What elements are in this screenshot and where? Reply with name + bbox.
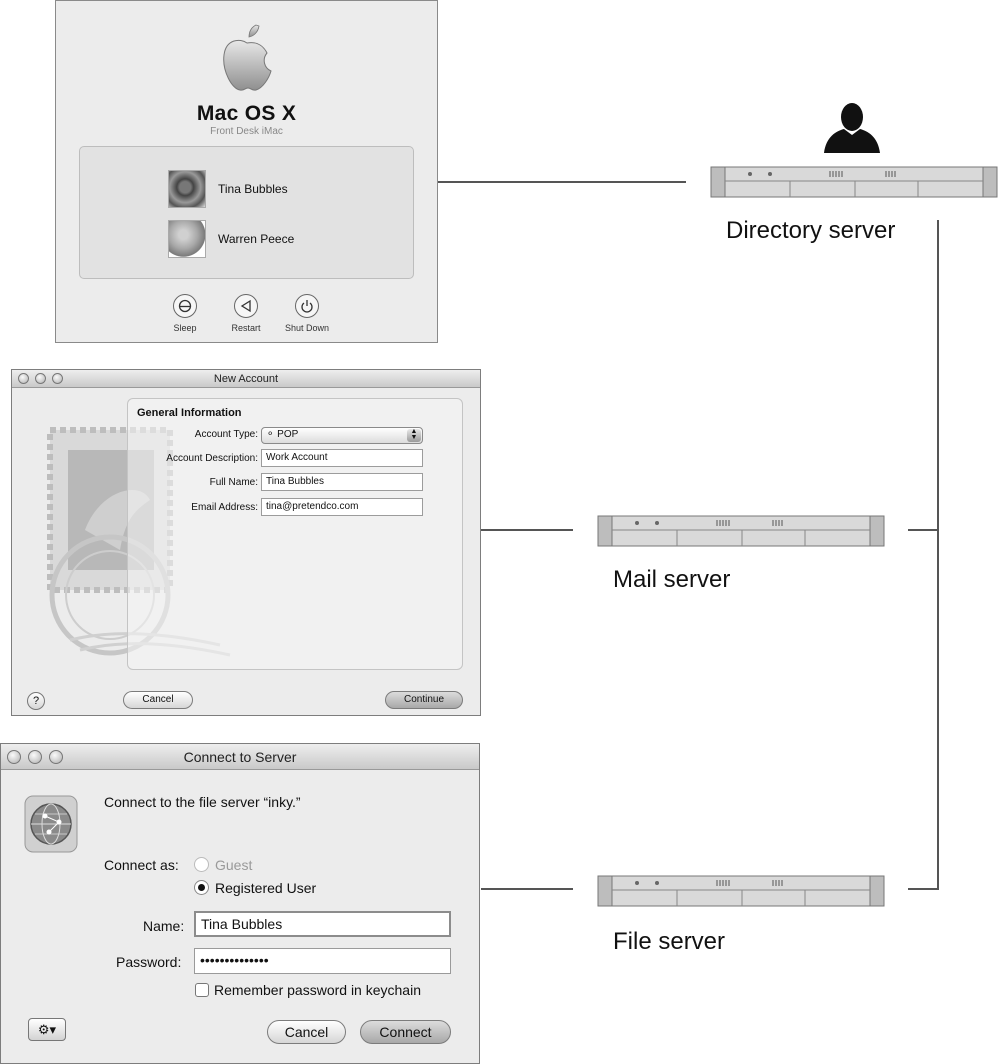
connect-as-label: Connect as: bbox=[104, 857, 179, 873]
registered-user-radio[interactable] bbox=[194, 880, 209, 895]
connector-login-directory bbox=[438, 181, 686, 183]
globe-icon: ⚬ bbox=[266, 429, 275, 440]
password-field[interactable]: •••••••••••••• bbox=[194, 948, 451, 974]
user-name: Warren Peece bbox=[218, 232, 295, 246]
description-label: Account Description: bbox=[166, 453, 258, 464]
apple-logo-icon bbox=[223, 24, 272, 91]
directory-server-label: Directory server bbox=[726, 217, 896, 244]
account-type-value: POP bbox=[277, 429, 299, 440]
restart-label: Restart bbox=[231, 323, 261, 333]
full-name-field[interactable]: Tina Bubbles bbox=[261, 473, 423, 491]
user-silhouette-icon bbox=[824, 103, 880, 153]
file-server-label: File server bbox=[613, 928, 726, 955]
zoom-window-icon[interactable] bbox=[49, 749, 63, 764]
connect-message: Connect to the file server “inky.” bbox=[104, 794, 301, 810]
shutdown-label: Shut Down bbox=[284, 323, 330, 333]
email-label: Email Address: bbox=[191, 502, 258, 513]
section-title: General Information bbox=[137, 407, 242, 419]
close-window-icon[interactable] bbox=[7, 749, 21, 764]
cancel-button[interactable]: Cancel bbox=[267, 1020, 346, 1044]
guest-label: Guest bbox=[215, 857, 253, 873]
ball-photo-icon bbox=[168, 220, 206, 258]
password-label: Password: bbox=[116, 954, 182, 970]
user-item-warren[interactable]: Warren Peece bbox=[168, 219, 294, 259]
computer-name: Front Desk iMac bbox=[210, 126, 283, 137]
user-list: Tina Bubbles Warren Peece bbox=[79, 146, 414, 279]
sleep-button[interactable]: Sleep bbox=[155, 294, 215, 333]
connector-newaccount-mail bbox=[481, 529, 573, 531]
window-controls bbox=[18, 370, 69, 387]
connector-file-trunk bbox=[908, 888, 939, 890]
minimize-window-icon[interactable] bbox=[28, 749, 42, 764]
continue-button[interactable]: Continue bbox=[385, 691, 463, 709]
title-bar[interactable]: Connect to Server bbox=[1, 744, 479, 770]
zoom-window-icon[interactable] bbox=[52, 373, 63, 384]
restart-icon bbox=[234, 294, 258, 318]
cancel-button[interactable]: Cancel bbox=[123, 691, 193, 709]
help-button[interactable]: ? bbox=[27, 692, 45, 710]
account-type-popup[interactable]: ⚬ POP ▲▼ bbox=[261, 427, 423, 444]
window-title: Connect to Server bbox=[183, 749, 297, 765]
remember-password-label: Remember password in keychain bbox=[214, 982, 421, 998]
minimize-window-icon[interactable] bbox=[35, 373, 46, 384]
guest-radio[interactable] bbox=[194, 857, 209, 872]
gear-icon[interactable]: ⚙▾ bbox=[28, 1018, 66, 1041]
close-window-icon[interactable] bbox=[18, 373, 29, 384]
restart-button[interactable]: Restart bbox=[216, 294, 276, 333]
description-field[interactable]: Work Account bbox=[261, 449, 423, 467]
mail-server-icon bbox=[597, 515, 885, 547]
os-title: Mac OS X bbox=[196, 102, 297, 125]
title-bar[interactable]: New Account bbox=[12, 370, 480, 388]
popup-arrows-icon: ▲▼ bbox=[407, 428, 421, 442]
email-field[interactable]: tina@pretendco.com bbox=[261, 498, 423, 516]
directory-server-icon bbox=[710, 166, 998, 198]
account-type-label: Account Type: bbox=[194, 429, 258, 440]
window-controls bbox=[7, 744, 70, 769]
connector-mail-trunk bbox=[908, 529, 939, 531]
connector-directory-trunk bbox=[937, 220, 939, 890]
connector-connect-file bbox=[481, 888, 573, 890]
full-name-label: Full Name: bbox=[209, 477, 258, 488]
registered-user-label: Registered User bbox=[215, 880, 317, 896]
user-name: Tina Bubbles bbox=[218, 182, 288, 196]
login-window: Mac OS X Front Desk iMac Tina Bubbles Wa… bbox=[55, 0, 438, 343]
connect-button[interactable]: Connect bbox=[360, 1020, 451, 1044]
new-account-window: New Account General Information Account … bbox=[11, 369, 481, 716]
remember-password-checkbox[interactable] bbox=[195, 983, 209, 997]
shutdown-button[interactable]: Shut Down bbox=[277, 294, 337, 333]
file-server-icon bbox=[597, 875, 885, 907]
window-title: New Account bbox=[213, 373, 279, 385]
mail-server-label: Mail server bbox=[613, 566, 731, 593]
sleep-label: Sleep bbox=[173, 323, 197, 333]
name-label: Name: bbox=[143, 918, 185, 934]
name-field[interactable]: Tina Bubbles bbox=[194, 911, 451, 937]
sleep-icon bbox=[173, 294, 197, 318]
connect-to-server-window: Connect to Server Connect to the file se… bbox=[0, 743, 480, 1064]
user-item-tina[interactable]: Tina Bubbles bbox=[168, 169, 288, 209]
cat-photo-icon bbox=[168, 170, 206, 208]
shutdown-icon bbox=[295, 294, 319, 318]
network-globe-icon bbox=[24, 795, 78, 853]
